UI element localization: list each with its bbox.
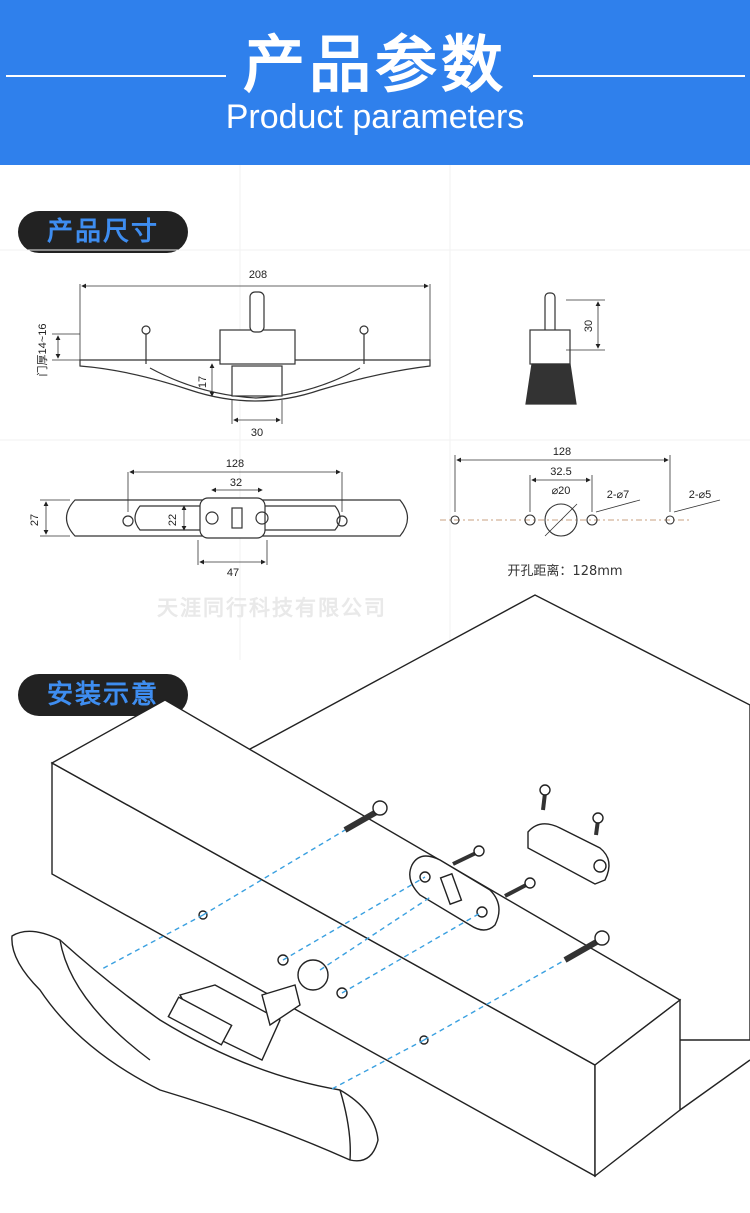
handle-top-view — [40, 469, 409, 565]
section-label-dimensions: 产品尺寸 — [18, 211, 188, 253]
dim-base-height: 17 — [197, 376, 209, 388]
header-banner: 产品参数 Product parameters — [0, 0, 750, 165]
hole-pattern — [440, 455, 721, 537]
handle-body — [11, 930, 379, 1162]
dim-total-length: 208 — [249, 269, 267, 281]
dim-small-holes-5: 2-⌀5 — [689, 489, 712, 501]
dim-door-thickness: 门厚14~16 — [35, 324, 49, 377]
handle-side-view — [52, 283, 431, 424]
dim-plate-width: 32 — [230, 477, 242, 489]
section-label-installation: 安装示意 — [18, 674, 188, 716]
dim-handle-width: 27 — [29, 514, 41, 526]
page-subtitle: Product parameters — [225, 98, 525, 136]
dim-hole-spacing: 128 — [226, 458, 244, 470]
installation-guide-lines — [99, 829, 566, 1091]
dim-plate-length: 47 — [227, 567, 239, 579]
handle-end-view — [525, 292, 605, 405]
technical-drawing: 208 门厚14~16 17 30 30 — [0, 165, 750, 1178]
dim-center-hole: ⌀20 — [552, 485, 571, 497]
dim-base-width: 30 — [251, 427, 263, 439]
hole-distance-note: 开孔距离：128mm — [507, 563, 622, 579]
dim-plate-height: 22 — [167, 514, 179, 526]
dim-hole-pattern-spacing: 128 — [553, 446, 571, 458]
page-title: 产品参数 — [242, 28, 507, 101]
dim-side-height: 30 — [583, 320, 595, 332]
dim-center-offset: 32.5 — [550, 466, 571, 478]
installation-illustration — [11, 594, 750, 1178]
watermark-text: 天涯同行科技有限公司 — [157, 596, 387, 620]
header-rule-left — [6, 75, 226, 77]
header-rule-right — [533, 75, 745, 77]
grid-backdrop — [0, 165, 750, 660]
dim-small-holes-7: 2-⌀7 — [607, 489, 630, 501]
